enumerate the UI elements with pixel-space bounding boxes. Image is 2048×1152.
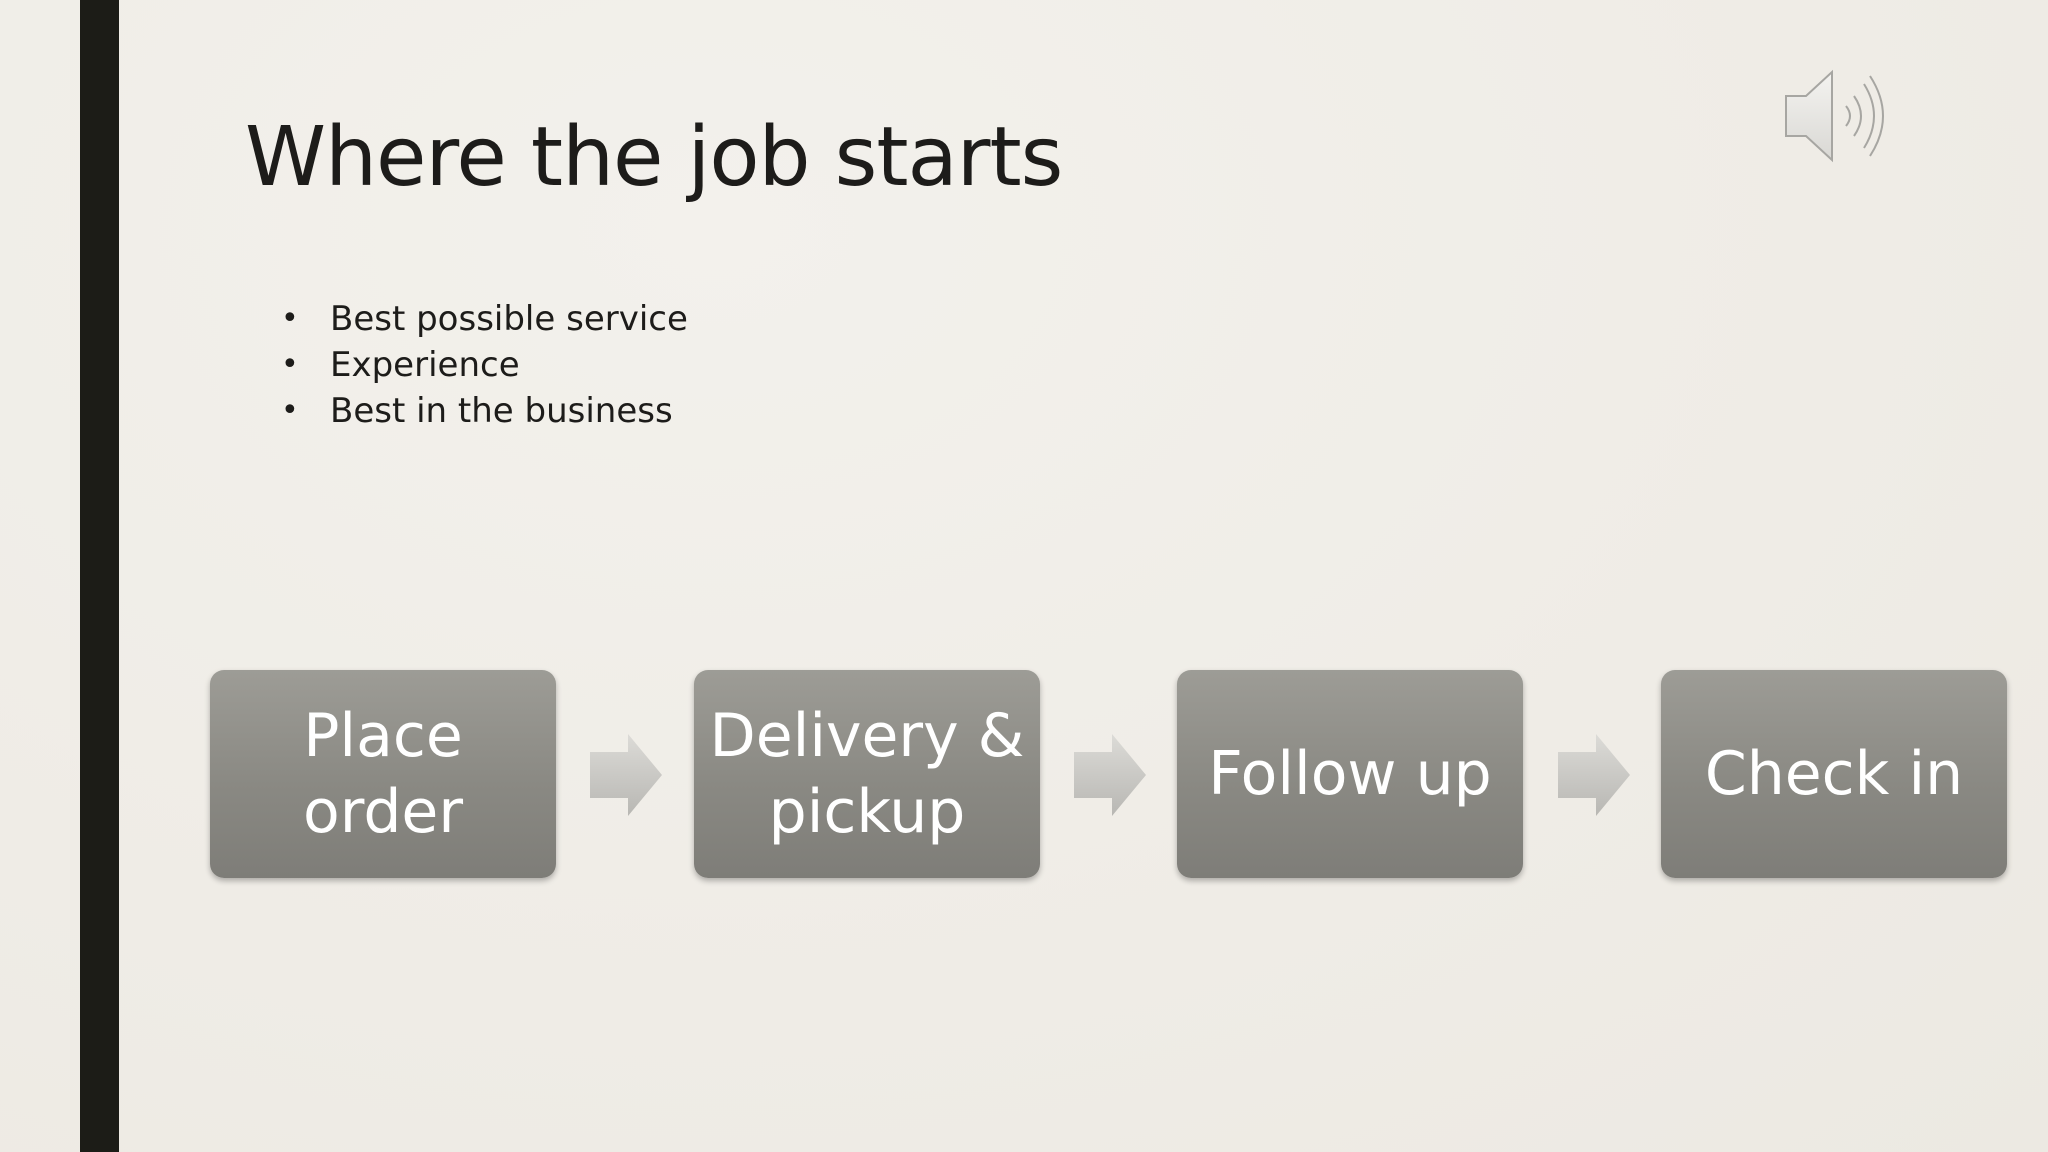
right-arrow-icon xyxy=(590,734,662,816)
bullet-dot: • xyxy=(281,347,299,382)
step-label: Follow up xyxy=(1208,739,1492,809)
bullet-text: Experience xyxy=(330,345,520,385)
bullet-text: Best possible service xyxy=(330,299,688,339)
bullet-dot: • xyxy=(281,301,299,336)
right-arrow-icon xyxy=(1558,734,1630,816)
step-label: Check in xyxy=(1704,739,1964,809)
step-place-order: Place order xyxy=(210,670,556,878)
step-delivery-pickup: Delivery & pickup xyxy=(694,670,1040,878)
step-follow-up: Follow up xyxy=(1177,670,1523,878)
bullet-item: • Best in the business xyxy=(275,388,688,434)
bullet-list: • Best possible service • Experience • Best… xyxy=(275,296,688,434)
bullet-dot: • xyxy=(281,393,299,428)
bullet-item: • Experience xyxy=(275,342,688,388)
speaker-icon[interactable] xyxy=(1780,66,1904,166)
step-label: Delivery & pickup xyxy=(709,701,1025,847)
bullet-item: • Best possible service xyxy=(275,296,688,342)
step-check-in: Check in xyxy=(1661,670,2007,878)
step-label: Place order xyxy=(303,701,463,847)
accent-bar xyxy=(80,0,119,1152)
bullet-text: Best in the business xyxy=(330,391,673,431)
right-arrow-icon xyxy=(1074,734,1146,816)
slide-title: Where the job starts xyxy=(245,110,1063,205)
